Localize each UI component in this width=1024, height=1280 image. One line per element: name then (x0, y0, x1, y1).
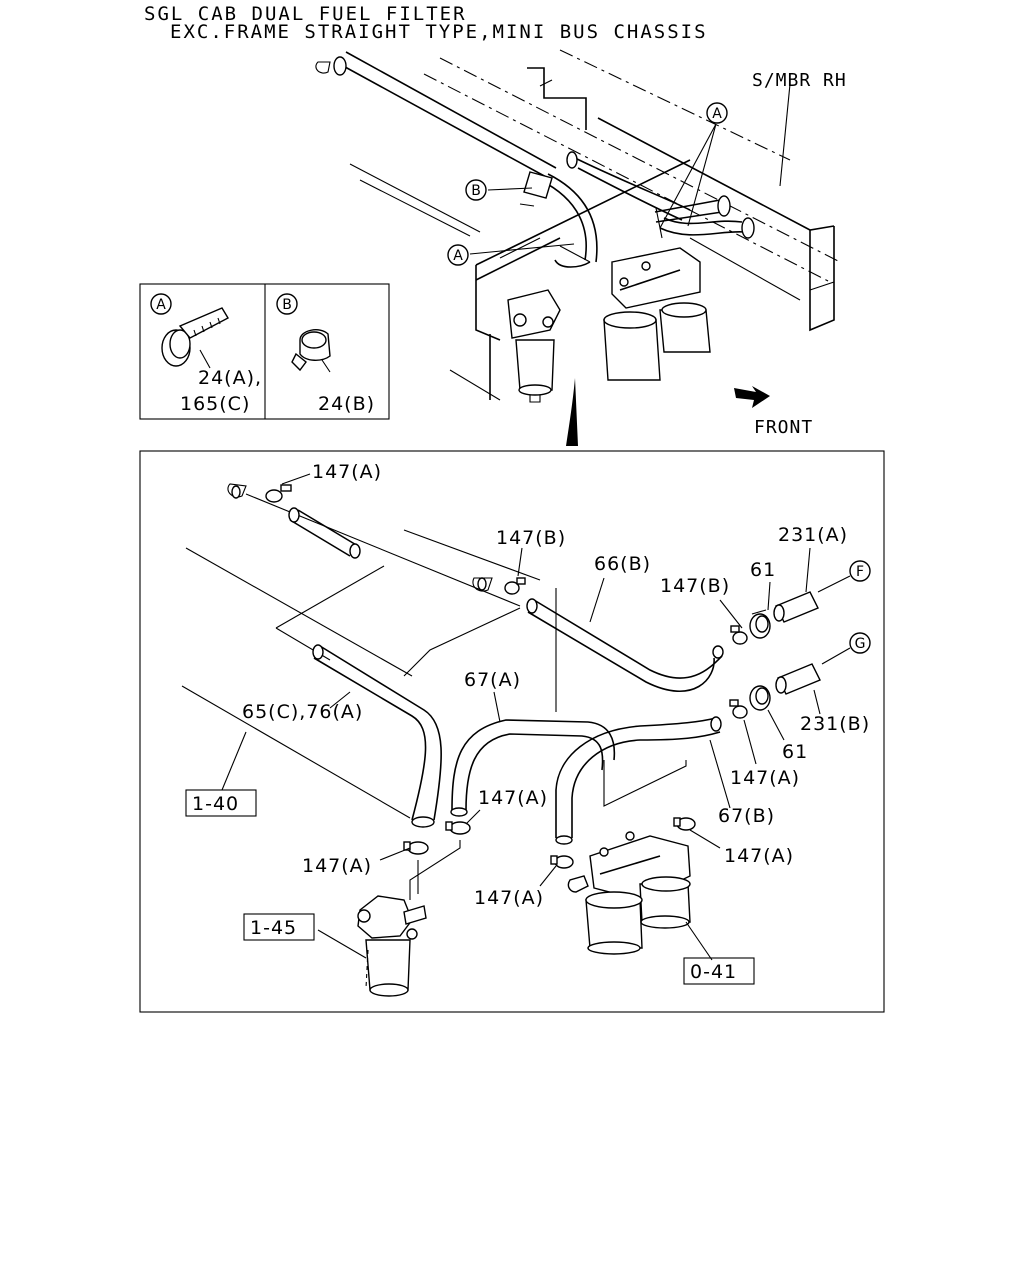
hose-66b (526, 598, 724, 693)
label-231b: 231(B) (800, 713, 870, 735)
label-147b-right: 147(B) (660, 575, 730, 597)
hose-short-top (288, 507, 361, 559)
hose-67b (555, 716, 722, 845)
detail-labels: 147(A) 147(B) 66(B) 231(A) 61 147(B) 67(… (242, 461, 870, 909)
label-147a-far-right: 147(A) (724, 845, 794, 867)
side-member-label: S/MBR RH (752, 70, 847, 91)
ref-1-40[interactable]: 1-40 (185, 789, 257, 817)
label-67a: 67(A) (464, 669, 521, 691)
legend-a-letter: A (156, 297, 166, 313)
front-label: FRONT (754, 417, 813, 438)
svg-text:1-45: 1-45 (250, 917, 297, 939)
legend-b-letter: B (282, 297, 292, 313)
label-65c-76a: 65(C),76(A) (242, 701, 363, 723)
label-61-bottom: 61 (782, 741, 808, 763)
clip-147a-right-icon (729, 699, 748, 719)
clip-147a-far-right-icon (673, 817, 696, 831)
label-66b: 66(B) (594, 553, 651, 575)
svg-text:B: B (471, 183, 481, 199)
svg-text:A: A (712, 106, 722, 122)
label-231a: 231(A) (778, 524, 848, 546)
label-147a-top: 147(A) (312, 461, 382, 483)
connector-g-icon: G (849, 632, 871, 654)
label-147a-left: 147(A) (302, 855, 372, 877)
band-clamp-icon (161, 307, 229, 369)
label-147a-bottom: 147(A) (474, 887, 544, 909)
banjo-61-bottom-icon (749, 685, 771, 711)
banjo-61-top-icon (749, 609, 771, 639)
label-147a-right: 147(A) (730, 767, 800, 789)
hose-connector-mid-icon (472, 577, 493, 592)
dual-fuel-filter-icon (567, 831, 691, 955)
label-147b-mid: 147(B) (496, 527, 566, 549)
clip-clamp-icon (291, 329, 331, 373)
ref-0-41[interactable]: 0-41 (683, 957, 755, 985)
clip-147a-bottom-icon (550, 855, 574, 869)
label-147a-mid: 147(A) (478, 787, 548, 809)
single-fuel-filter-icon (357, 895, 427, 997)
callout-a-top: A (706, 102, 728, 124)
label-61-top: 61 (750, 559, 776, 581)
svg-text:A: A (453, 248, 463, 264)
clip-147b-mid-icon (504, 577, 526, 595)
callout-b: B (465, 179, 487, 201)
front-arrow-icon (734, 386, 770, 408)
connector-f-icon: F (849, 560, 871, 582)
svg-text:F: F (856, 564, 864, 580)
clip-147a-mid-icon (445, 821, 471, 835)
hose-connector-top-icon (227, 483, 247, 499)
svg-text:0-41: 0-41 (690, 961, 737, 983)
callout-a-left: A (447, 244, 469, 266)
clamp-legend: A B 24(A), 165(C) 24(B) (139, 283, 390, 420)
fitting-231b-icon (775, 663, 821, 695)
diagram-subtitle: EXC.FRAME STRAIGHT TYPE,MINI BUS CHASSIS (170, 21, 708, 43)
clip-147a-top-icon (265, 484, 292, 503)
ref-1-45[interactable]: 1-45 (243, 913, 315, 941)
svg-text:G: G (855, 636, 866, 652)
diagram-title: SGL CAB DUAL FUEL FILTER (144, 3, 467, 25)
legend-a-part-line2: 165(C) (180, 393, 250, 415)
legend-b-part: 24(B) (318, 393, 375, 415)
clip-147a-left-icon (403, 841, 429, 855)
fitting-231a-icon (773, 591, 819, 623)
svg-text:1-40: 1-40 (192, 793, 239, 815)
label-67b: 67(B) (718, 805, 775, 827)
hose-65c-76a (312, 644, 442, 828)
overview-illustration (315, 49, 841, 446)
legend-a-part-line1: 24(A), (198, 367, 262, 389)
hose-67a (450, 719, 616, 817)
clip-147b-right-icon (730, 625, 748, 645)
detail-panel: F G (139, 450, 885, 1013)
